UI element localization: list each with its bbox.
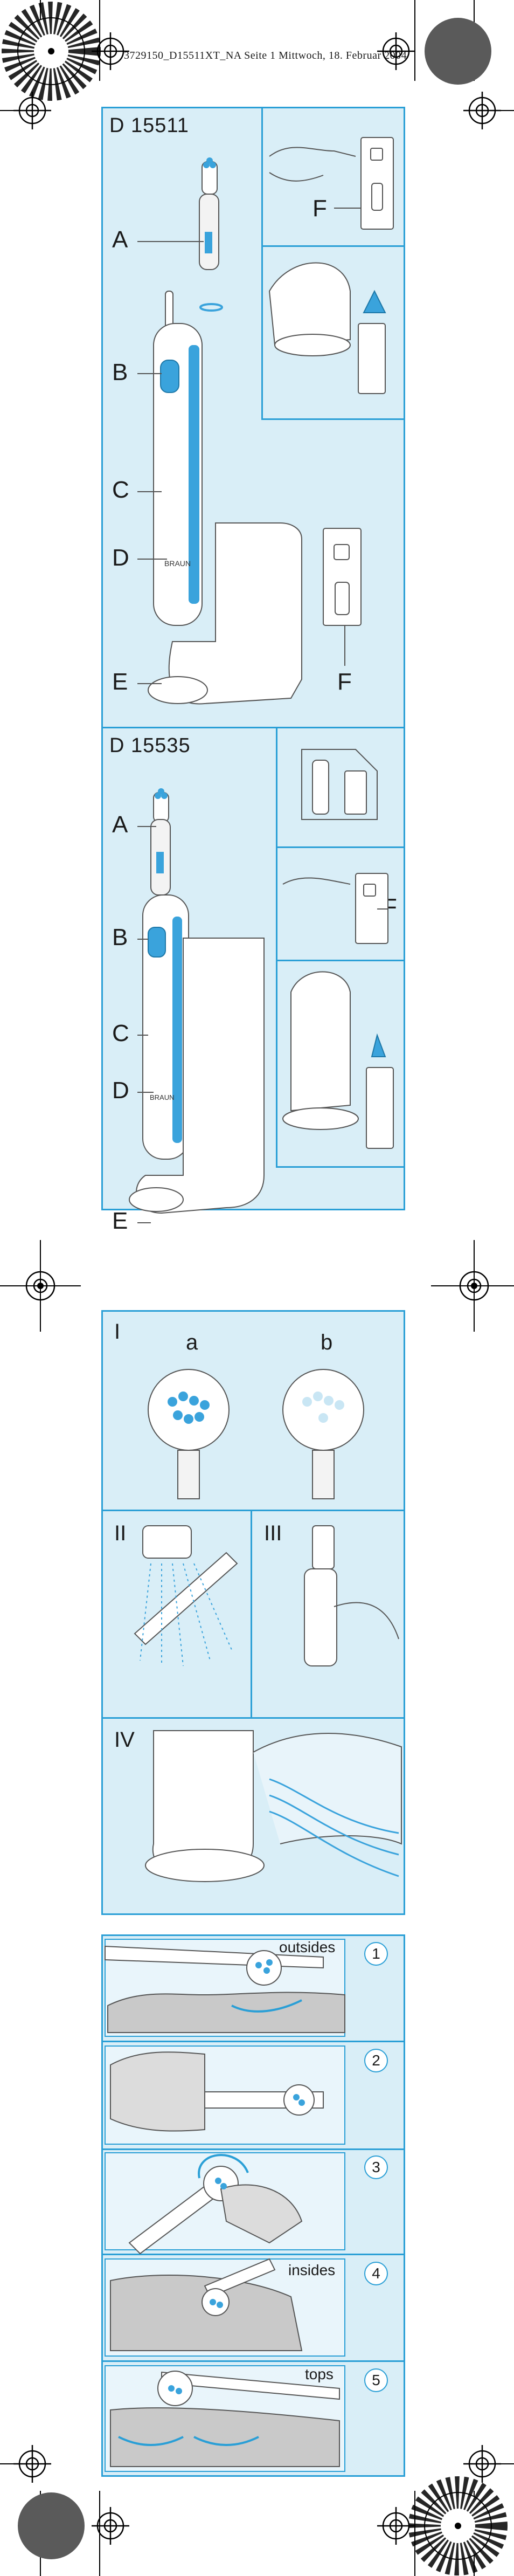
callout-e: E [112, 1208, 128, 1234]
step-1-label: outsides [279, 1939, 336, 1955]
callout-a: A [112, 226, 128, 253]
callout-c: C [112, 1020, 129, 1046]
divider [101, 727, 405, 728]
callout-f: F [312, 195, 327, 222]
divider [276, 728, 277, 1168]
divider [276, 960, 405, 961]
sublabel-b: b [321, 1331, 333, 1354]
step-number-5: 5 [364, 2368, 388, 2392]
callout-d: D [112, 1077, 129, 1104]
sublabel-a: a [186, 1331, 198, 1354]
color-wheel-icon [2, 2, 101, 101]
grey-circle-icon [18, 18, 491, 2559]
print-header: 3729150_D15511XT_NA Seite 1 Mittwoch, 18… [124, 50, 407, 61]
divider [101, 2148, 405, 2150]
callout-b: B [112, 359, 128, 385]
section-iii-label: III [264, 1521, 282, 1545]
step-4-label: insides [288, 2262, 336, 2278]
section-iv-label: IV [114, 1728, 135, 1752]
section-ii-label: II [114, 1521, 127, 1545]
callout-e: E [112, 669, 128, 695]
divider [261, 245, 405, 247]
callout-b: B [112, 924, 128, 950]
model-title-a: D 15511 [109, 114, 189, 137]
model-title-b: D 15535 [109, 734, 191, 757]
callout-d: D [112, 545, 129, 571]
divider [101, 2254, 405, 2255]
step-number-2: 2 [364, 2049, 388, 2072]
step-number-1: 1 [364, 1942, 388, 1966]
divider [261, 107, 263, 419]
step-number-3: 3 [364, 2155, 388, 2179]
callout-a: A [112, 811, 128, 838]
step-5-label: tops [305, 2366, 334, 2382]
divider [101, 1510, 405, 1511]
divider [101, 1717, 405, 1719]
color-wheel-icon [408, 2476, 508, 2575]
divider [276, 1166, 405, 1168]
brand-label: BRAUN [164, 559, 191, 568]
brand-label: BRAUN [150, 1093, 175, 1101]
section-i-label: I [114, 1320, 121, 1344]
callout-f: F [337, 669, 352, 695]
divider [276, 846, 405, 848]
divider [251, 1511, 252, 1719]
step-number-4: 4 [364, 2262, 388, 2285]
divider [101, 2360, 405, 2362]
callout-c: C [112, 477, 129, 503]
divider [101, 2041, 405, 2042]
divider [261, 418, 405, 420]
